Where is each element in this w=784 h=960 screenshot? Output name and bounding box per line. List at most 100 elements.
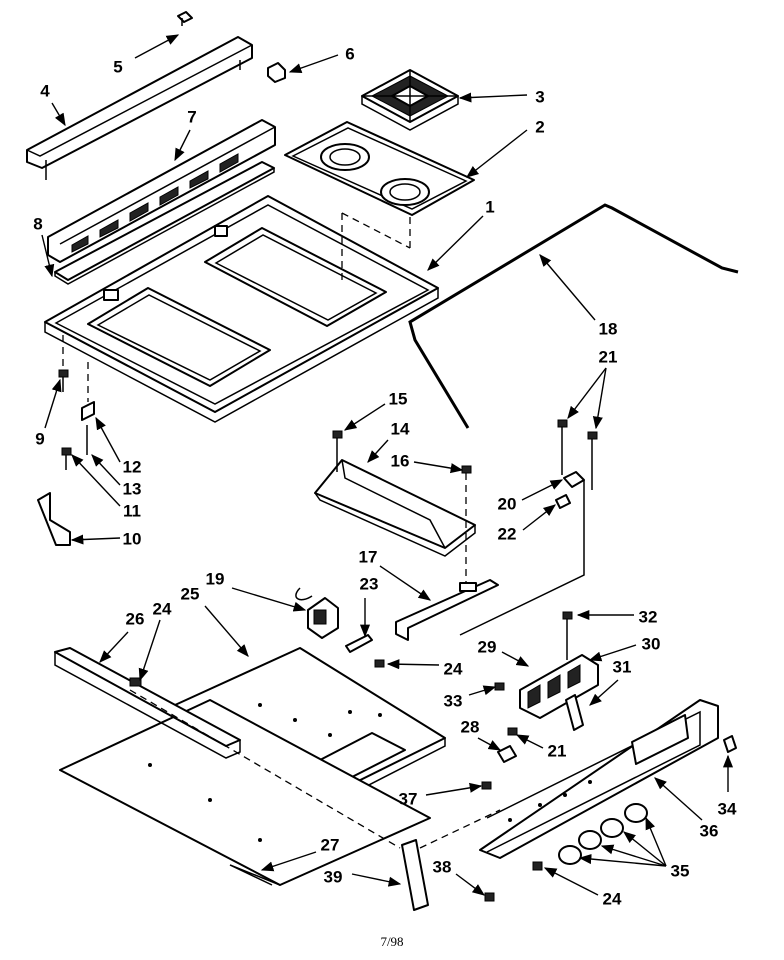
callout-c28: 28 xyxy=(461,717,480,736)
leader-arrow-c6 xyxy=(288,54,339,73)
callout-c8: 8 xyxy=(33,214,42,233)
callout-c31: 31 xyxy=(613,657,632,676)
callout-c25: 25 xyxy=(181,584,200,603)
leader-arrow-c22 xyxy=(522,504,556,531)
leader-arrow-c35 xyxy=(578,854,667,867)
callout-c38: 38 xyxy=(433,857,452,876)
bracket-12 xyxy=(81,362,95,421)
leader-arrow-c17 xyxy=(379,565,432,601)
mounting-bracket-17 xyxy=(395,579,499,641)
callout-c4: 4 xyxy=(40,81,50,100)
gas-tube xyxy=(408,203,739,429)
leader-arrow-c31 xyxy=(589,679,619,706)
screw-15 xyxy=(332,430,343,472)
callout-c29: 29 xyxy=(478,637,497,656)
vent-gasket xyxy=(54,161,275,285)
callout-c20: 20 xyxy=(498,494,517,513)
screw-33 xyxy=(494,682,505,691)
leader-arrow-c1 xyxy=(427,215,484,271)
leader-arrow-c16 xyxy=(413,461,464,474)
callout-c33: 33 xyxy=(444,691,463,710)
bracket-31 xyxy=(565,694,584,731)
callout-c17: 17 xyxy=(359,547,378,566)
leader-arrow-c9 xyxy=(44,378,62,429)
clip-28 xyxy=(497,745,517,763)
callout-c11: 11 xyxy=(123,501,141,520)
callout-c22: 22 xyxy=(498,524,517,543)
leader-arrow-c21b xyxy=(515,734,544,749)
leader-lines xyxy=(41,34,734,896)
callout-c30: 30 xyxy=(642,634,661,653)
switch-block xyxy=(519,654,599,719)
leader-arrow-c3 xyxy=(458,92,528,103)
leader-arrow-c5 xyxy=(134,34,180,59)
leader-arrow-c26 xyxy=(99,631,129,663)
leader-arrow-c18 xyxy=(539,254,596,321)
callout-c6: 6 xyxy=(345,44,354,63)
leader-arrow-c35-1 xyxy=(600,844,667,867)
screw-32 xyxy=(562,611,573,660)
leader-arrow-c24c xyxy=(543,867,599,896)
leader-arrow-c8 xyxy=(41,234,55,278)
bracket-39 xyxy=(401,839,429,911)
screw-9 xyxy=(58,369,69,392)
leader-arrow-c27 xyxy=(260,851,317,872)
knob-set xyxy=(558,803,648,865)
leader-arrow-c11 xyxy=(71,454,121,507)
leader-arrow-c12 xyxy=(95,416,121,463)
burner-plate xyxy=(284,121,475,216)
leader-arrow-c4 xyxy=(51,102,66,127)
callout-c24b: 24 xyxy=(444,659,463,678)
vent-trim xyxy=(47,119,276,263)
igniter-switch xyxy=(459,471,585,636)
callout-c39: 39 xyxy=(324,867,343,886)
callout-c36: 36 xyxy=(700,821,719,840)
valve-19 xyxy=(295,587,339,639)
dashed-guide-panel xyxy=(419,809,501,849)
callout-c37: 37 xyxy=(399,789,418,808)
callout-c21a: 21 xyxy=(599,347,618,366)
leader-arrow-c28 xyxy=(477,737,502,751)
callout-c9: 9 xyxy=(35,429,44,448)
screw-21-low xyxy=(507,727,518,736)
leader-arrow-c7 xyxy=(174,129,191,162)
callout-c12: 12 xyxy=(123,457,142,476)
callout-c24a: 24 xyxy=(153,599,172,618)
leader-arrow-c36 xyxy=(654,777,703,821)
leader-arrow-c37 xyxy=(425,782,483,796)
callout-c3: 3 xyxy=(535,87,544,106)
clip-34 xyxy=(723,735,737,753)
burner-grate xyxy=(361,69,459,131)
callout-c24c: 24 xyxy=(603,889,622,908)
callout-c34: 34 xyxy=(718,799,737,818)
leader-arrow-c35-2 xyxy=(623,831,667,867)
callout-c13: 13 xyxy=(123,479,142,498)
leader-arrow-c15 xyxy=(343,403,386,431)
leader-arrow-c33 xyxy=(468,685,497,696)
callout-c10: 10 xyxy=(123,529,142,548)
side-trim-26 xyxy=(54,647,241,759)
callout-c26: 26 xyxy=(126,609,145,628)
callout-c21b: 21 xyxy=(548,741,567,760)
callout-c2: 2 xyxy=(535,117,544,136)
leader-arrow-c30 xyxy=(588,644,637,662)
screw-37 xyxy=(481,781,492,790)
callout-c14: 14 xyxy=(391,419,410,438)
callout-c7: 7 xyxy=(187,107,196,126)
control-panel xyxy=(479,699,719,859)
screw-21-top xyxy=(557,419,598,490)
leader-arrow-c10 xyxy=(70,534,121,545)
leader-arrow-c29 xyxy=(501,651,530,667)
leader-arrow-c21a xyxy=(567,367,607,420)
callout-c27: 27 xyxy=(321,835,340,854)
leader-arrow-c25 xyxy=(204,605,249,657)
leader-arrow-c21a-1 xyxy=(592,367,607,430)
screw-24-left xyxy=(129,677,142,687)
screw-24-low xyxy=(532,861,543,871)
leader-arrow-c20 xyxy=(521,479,564,501)
screw-38 xyxy=(484,892,495,902)
leader-arrow-c13 xyxy=(91,454,121,486)
leader-arrow-c14 xyxy=(367,439,389,463)
